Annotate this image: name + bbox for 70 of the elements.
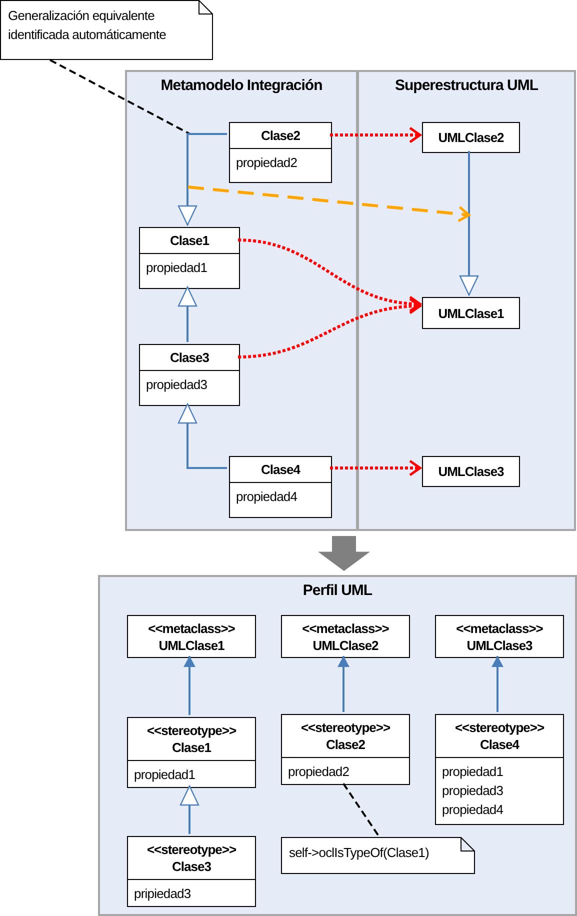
note [0,0,213,60]
class-box [422,456,520,487]
attribute-text: propiedad1 [442,763,504,781]
generalization-arrow [178,403,227,469]
attribute-text: propiedad1 [146,259,208,277]
class-box [435,714,564,825]
leader-line [50,59,190,135]
stereotype-label: <<stereotype>> [146,841,236,858]
class-box [229,456,332,518]
class-box [229,122,332,183]
class-name: Clase4 [480,736,519,753]
note [281,837,475,874]
class-name: UMLClase1 [438,304,504,322]
note-text: self->oclIsTypeOf(Clase1) [289,844,430,862]
class-box [281,615,410,658]
attribute-text: propiedad2 [288,763,350,781]
stereotype-label: <<stereotype>> [300,719,390,736]
stereotype-label: <<metaclass>> [148,620,235,636]
class-name: Clase1 [172,739,211,756]
class-box [435,615,564,658]
class-box [139,344,240,406]
extension-arrow [338,656,350,712]
panel-title: Metamodelo Integración [160,76,322,96]
attribute-text: propiedad4 [236,488,298,506]
class-name: UMLClase3 [466,636,532,654]
stereotype-label: <<metaclass>> [456,620,543,636]
note-text: Generalización equivalente identificada automáticamente [8,7,167,44]
class-box [127,717,256,788]
class-name: Clase2 [326,736,365,753]
class-name: Clase2 [261,127,300,144]
class-name: Clase4 [261,461,300,478]
package-panel [98,575,577,916]
leader-line [342,782,379,836]
class-name: Clase3 [172,858,211,875]
class-box [422,297,520,329]
package-panel [125,70,358,531]
class-name: Clase1 [170,232,209,249]
attribute-text: propiedad1 [134,766,196,784]
attribute-text: propiedad4 [442,801,504,819]
attribute-text: pripiedad3 [134,885,192,903]
stereotype-label: <<metaclass>> [302,620,389,636]
mapping-arrow [238,238,422,312]
class-box [422,122,520,153]
class-box [127,615,256,658]
stereotype-label: <<stereotype>> [454,719,544,736]
class-name: Clase3 [170,349,209,366]
class-name: UMLClase3 [438,463,504,480]
attribute-text: propiedad3 [442,782,504,800]
block-arrow [318,536,370,571]
generalization-arrow [459,151,479,296]
mapping-arrow [330,460,422,476]
panel-title: Perfil UML [302,581,372,601]
extension-arrow [184,656,196,715]
package-panel [357,70,576,531]
extension-arrow [492,656,504,712]
class-name: UMLClase1 [158,636,224,654]
mapping-arrow [330,126,422,144]
class-name: UMLClase2 [438,129,504,146]
stereotype-label: <<stereotype>> [146,722,236,739]
mapping-arrow [238,298,422,358]
generalization-arrow [178,133,227,226]
attribute-text: propiedad3 [146,376,208,394]
attribute-text: propiedad2 [236,154,298,172]
generalization-arrow [180,785,200,834]
class-box [139,227,240,289]
class-box [281,714,410,785]
panel-title: Superestructura UML [394,76,538,96]
class-name: UMLClase2 [312,636,378,654]
class-box [127,836,256,907]
generalization-arrow [178,286,198,342]
